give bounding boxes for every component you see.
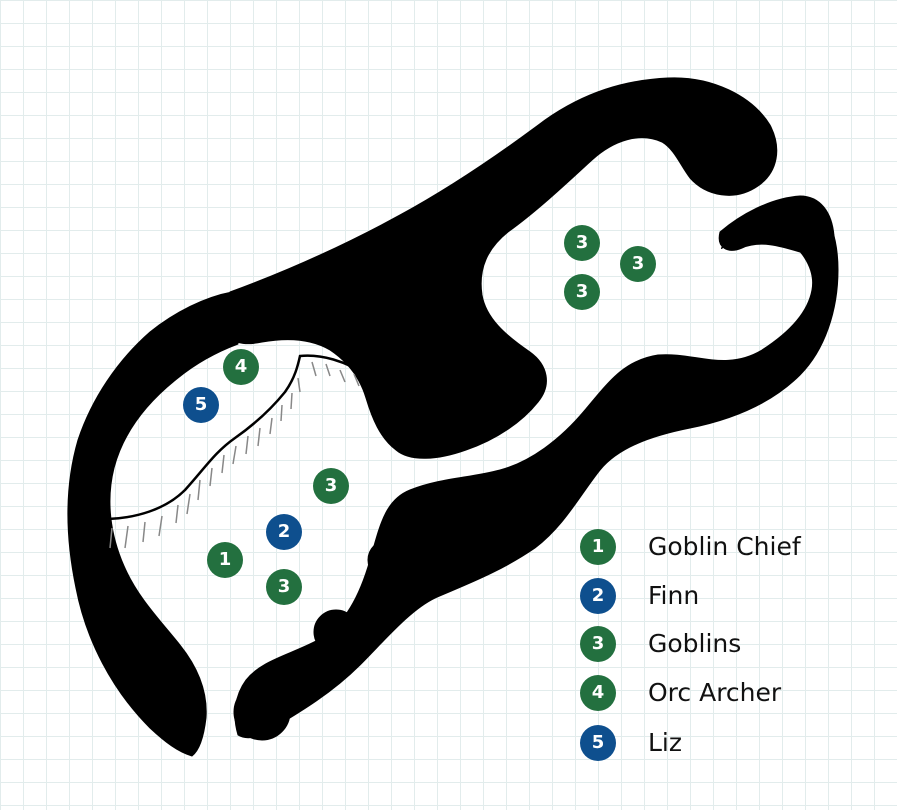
east-spur <box>718 195 835 255</box>
south-wall <box>234 199 839 739</box>
cliff-edge <box>107 354 373 549</box>
goblins-marker[interactable]: 3 <box>620 246 656 282</box>
marker-number: 4 <box>234 356 248 377</box>
marker-number: 3 <box>277 576 291 597</box>
legend-item-orc-archer: 4 Orc Archer <box>578 673 878 713</box>
legend-label: Liz <box>648 728 682 757</box>
marker-number: 5 <box>194 394 208 415</box>
central-mass <box>229 77 778 459</box>
orc-archer-marker[interactable]: 4 <box>223 349 259 385</box>
finn-marker[interactable]: 2 <box>266 514 302 550</box>
marker-number: 3 <box>575 232 589 253</box>
goblins-marker[interactable]: 3 <box>564 274 600 310</box>
legend-badge: 2 <box>580 578 616 614</box>
legend-label: Goblin Chief <box>648 532 801 561</box>
marker-number: 2 <box>277 521 291 542</box>
legend-badge: 5 <box>580 725 616 761</box>
legend-badge: 1 <box>580 529 616 565</box>
cliff-hatching <box>109 361 360 549</box>
goblins-marker[interactable]: 3 <box>266 569 302 605</box>
cliff-line <box>107 354 373 521</box>
legend-item-finn: 2 Finn <box>578 576 878 616</box>
legend: 1 Goblin Chief 2 Finn 3 Goblins 4 Orc Ar… <box>578 527 878 767</box>
legend-badge: 3 <box>580 626 616 662</box>
marker-number: 1 <box>218 549 232 570</box>
legend-item-goblins: 3 Goblins <box>578 624 878 664</box>
goblin-chief-marker[interactable]: 1 <box>207 542 243 578</box>
goblins-marker[interactable]: 3 <box>564 225 600 261</box>
south-wall-bump <box>233 683 291 741</box>
legend-badge: 4 <box>580 675 616 711</box>
legend-item-goblin-chief: 1 Goblin Chief <box>578 527 878 567</box>
marker-number: 3 <box>575 281 589 302</box>
west-wall <box>67 291 239 757</box>
legend-item-liz: 5 Liz <box>578 723 878 763</box>
marker-number: 3 <box>631 253 645 274</box>
legend-label: Orc Archer <box>648 678 782 707</box>
cave-walls <box>67 77 839 757</box>
liz-marker[interactable]: 5 <box>183 387 219 423</box>
goblins-marker[interactable]: 3 <box>313 468 349 504</box>
marker-number: 3 <box>324 475 338 496</box>
south-wall-bump <box>367 539 409 581</box>
south-wall-bump <box>313 609 359 655</box>
legend-label: Finn <box>648 581 700 610</box>
legend-label: Goblins <box>648 629 742 658</box>
